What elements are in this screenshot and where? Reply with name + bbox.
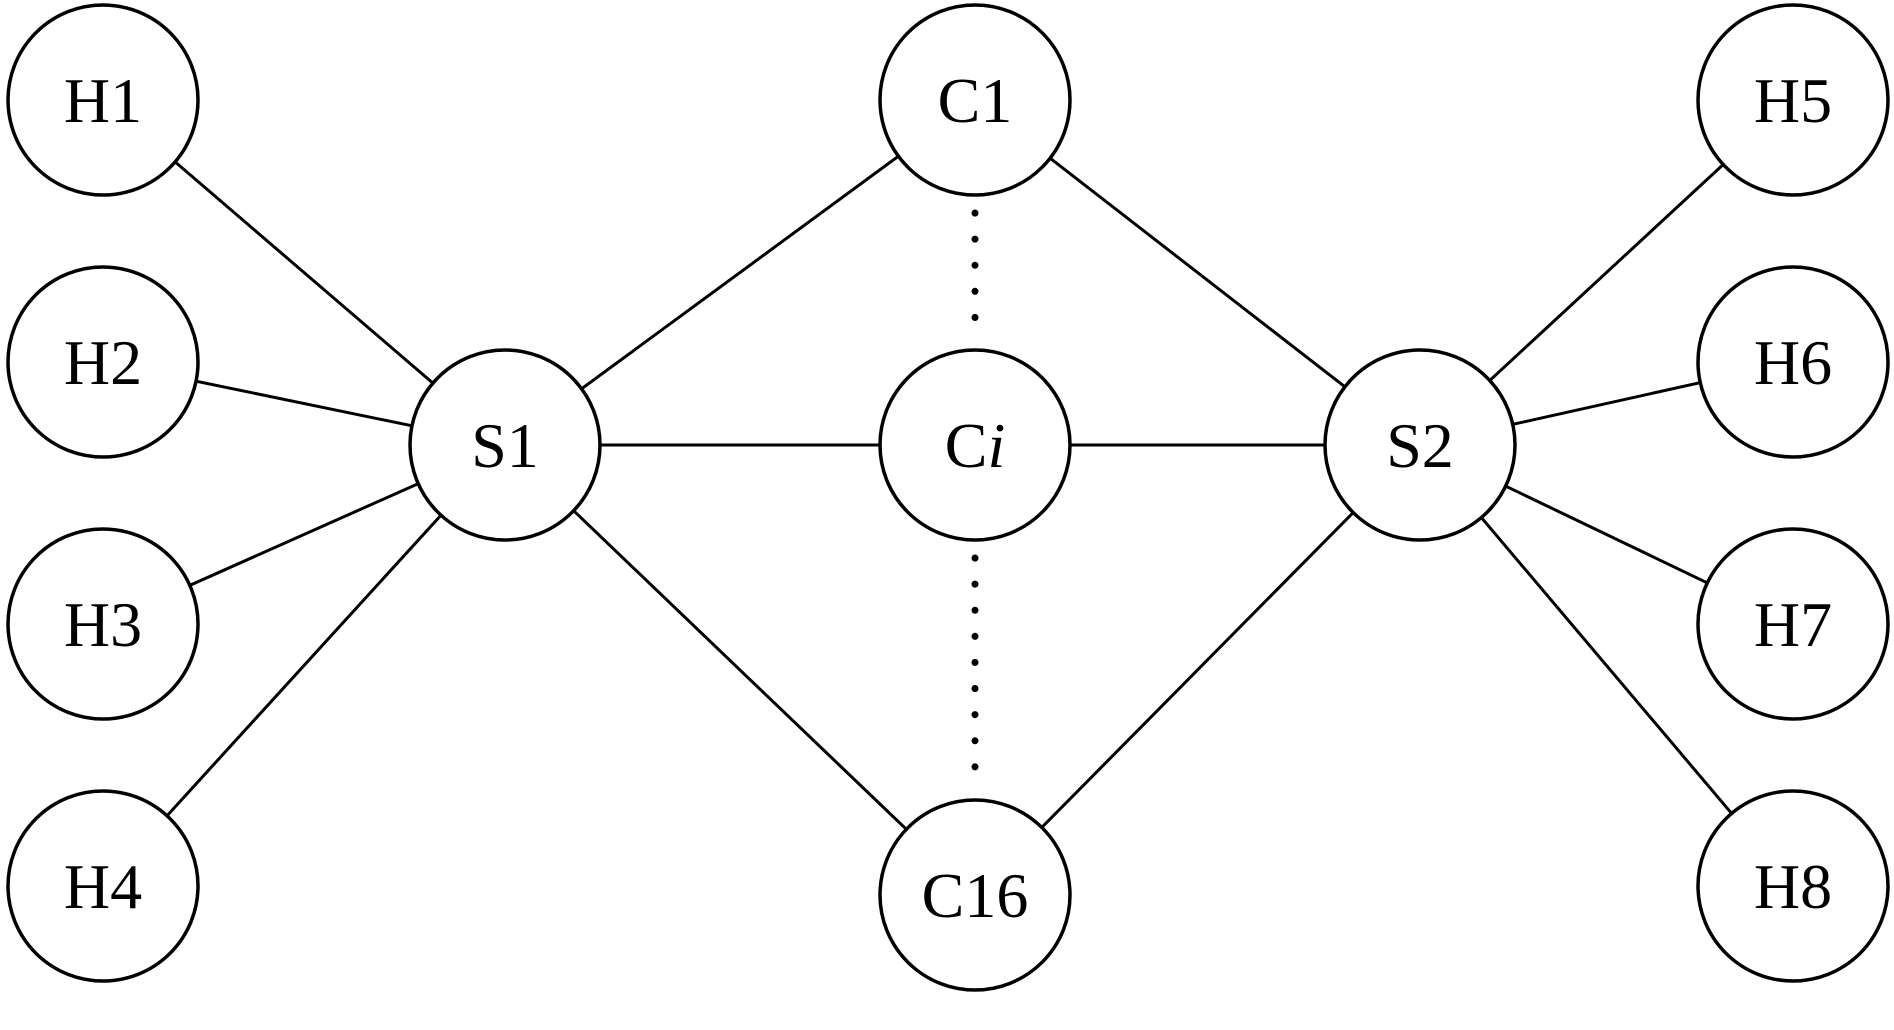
node-circle-H8 bbox=[1696, 789, 1890, 983]
node-circle-H2 bbox=[6, 265, 200, 459]
node-label-H2: H2 bbox=[64, 327, 142, 398]
node-H1: H1 bbox=[6, 3, 200, 197]
node-label-S1: S1 bbox=[471, 410, 539, 481]
node-circle-C16 bbox=[878, 798, 1072, 992]
node-label-Ci: Ci bbox=[945, 410, 1005, 481]
node-label-H8: H8 bbox=[1754, 851, 1832, 922]
node-H2: H2 bbox=[6, 265, 200, 459]
node-H6: H6 bbox=[1696, 265, 1890, 459]
node-circle-H1 bbox=[6, 3, 200, 197]
node-circle-H6 bbox=[1696, 265, 1890, 459]
node-H4: H4 bbox=[6, 789, 200, 983]
node-circle-H3 bbox=[6, 527, 200, 721]
edge-S1-C1 bbox=[504, 98, 976, 447]
edge-S1-C16 bbox=[503, 443, 977, 897]
node-label-H3: H3 bbox=[64, 589, 142, 660]
node-S1: S1 bbox=[408, 348, 602, 542]
node-Ci: Ci bbox=[878, 348, 1072, 542]
node-circle-H7 bbox=[1696, 527, 1890, 721]
node-circle-C1 bbox=[878, 3, 1072, 197]
node-C1: C1 bbox=[878, 3, 1072, 197]
node-label-H4: H4 bbox=[64, 851, 142, 922]
edge-H4-S1 bbox=[101, 443, 507, 888]
node-circle-S2 bbox=[1323, 348, 1517, 542]
node-circle-H4 bbox=[6, 789, 200, 983]
node-C16: C16 bbox=[878, 798, 1072, 992]
node-label-H5: H5 bbox=[1754, 65, 1832, 136]
node-label-S2: S2 bbox=[1386, 410, 1454, 481]
node-label-H6: H6 bbox=[1754, 327, 1832, 398]
node-H3: H3 bbox=[6, 527, 200, 721]
node-label-C16: C16 bbox=[922, 860, 1029, 931]
node-H5: H5 bbox=[1696, 3, 1890, 197]
node-S2: S2 bbox=[1323, 348, 1517, 542]
edge-C16-S2 bbox=[973, 443, 1422, 897]
node-label-H1: H1 bbox=[64, 65, 142, 136]
node-H8: H8 bbox=[1696, 789, 1890, 983]
node-label-C1: C1 bbox=[938, 65, 1013, 136]
node-label-H7: H7 bbox=[1754, 589, 1832, 660]
node-circle-H5 bbox=[1696, 3, 1890, 197]
node-H7: H7 bbox=[1696, 527, 1890, 721]
node-circle-S1 bbox=[408, 348, 602, 542]
node-circle-Ci bbox=[878, 348, 1072, 542]
